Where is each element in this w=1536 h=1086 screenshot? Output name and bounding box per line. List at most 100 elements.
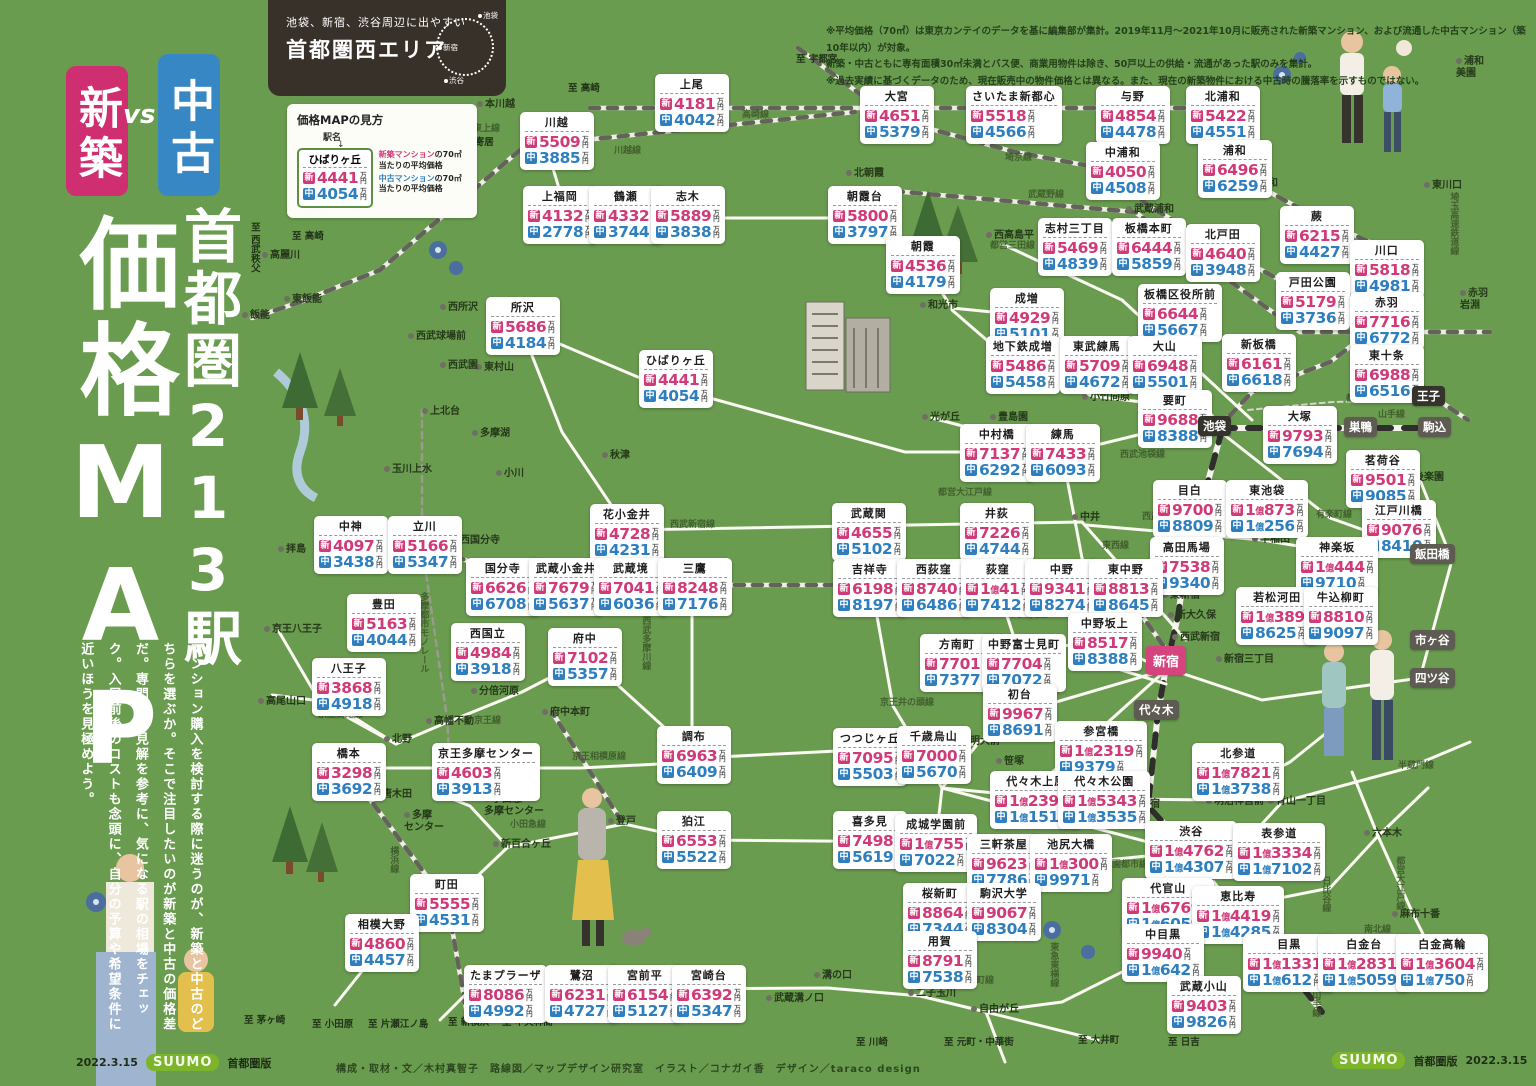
- price-value: 3744: [608, 223, 650, 242]
- new-badge: 新: [303, 172, 315, 185]
- price-value: 5686: [505, 318, 547, 336]
- price-unit: 万円: [1048, 358, 1055, 374]
- price-value: 1億612: [1262, 971, 1312, 990]
- price-value: 9340: [1169, 574, 1211, 593]
- price-unit: 万円: [965, 969, 972, 985]
- price-value: 1億5059: [1337, 971, 1397, 990]
- price-value: 8810: [1323, 608, 1365, 626]
- price-unit: 万円: [1229, 998, 1236, 1014]
- used-badge: 中: [491, 337, 503, 350]
- new-badge: 新: [1351, 474, 1363, 487]
- price-unit: 万円: [948, 274, 955, 290]
- station-name: 表参道: [1238, 825, 1321, 843]
- station-name: 大宮: [865, 88, 929, 106]
- new-price: 新6626万円: [471, 580, 535, 596]
- station-name: 橋本: [317, 745, 381, 763]
- new-price: 新4332万円: [594, 208, 658, 224]
- used-badge: 中: [1241, 627, 1253, 640]
- price-value: 5469: [1057, 239, 1099, 257]
- used-badge: 中: [838, 768, 850, 781]
- new-badge: 新: [393, 540, 405, 553]
- price-value: 5667: [1157, 321, 1199, 340]
- price-value: 9403: [1186, 997, 1228, 1015]
- used-badge: 中: [613, 1005, 625, 1018]
- price-value: 6231: [564, 986, 606, 1004]
- minor-station-label: 京王八王子: [264, 624, 322, 636]
- used-price: 中5127万円: [613, 1003, 677, 1020]
- direction-label: 至 小田原: [312, 1019, 354, 1030]
- minor-station-label: 武蔵浦和: [1126, 204, 1174, 216]
- price-unit: 万円: [585, 226, 592, 239]
- price-value: 5518: [985, 107, 1027, 125]
- price-unit: 万円: [1296, 502, 1304, 518]
- rail-line-label: 高崎線: [742, 110, 770, 120]
- price-unit: 万円: [1260, 178, 1267, 194]
- used-badge: 中: [534, 598, 546, 611]
- price-value: 5501: [1147, 373, 1189, 392]
- used-badge: 中: [966, 599, 978, 612]
- price-unit: 万円: [1248, 262, 1255, 278]
- station-name: 武蔵境: [599, 560, 663, 578]
- price-value: 8625: [1255, 624, 1297, 643]
- used-badge: 中: [1031, 464, 1043, 477]
- station-price-box: 西荻窪新8740万円中6486万円: [897, 559, 971, 617]
- price-value: 4651: [879, 107, 921, 125]
- used-badge: 中: [553, 668, 565, 681]
- direction-label: 至 川崎: [856, 1037, 888, 1048]
- used-badge: 中: [644, 390, 656, 403]
- price-unit: 万円: [1122, 358, 1129, 374]
- price-unit: 万円: [1148, 180, 1155, 196]
- price-value: 4184: [505, 334, 547, 353]
- new-badge: 新: [415, 898, 427, 911]
- price-value: 1億389: [1255, 608, 1305, 626]
- used-badge: 中: [594, 226, 606, 239]
- price-value: 3868: [331, 679, 373, 697]
- price-unit: 万円: [894, 525, 901, 541]
- new-badge: 新: [965, 448, 977, 461]
- used-badge: 中: [1281, 312, 1293, 325]
- price-value: 1億3604: [1415, 955, 1475, 973]
- new-badge: 新: [534, 582, 546, 595]
- price-unit: 万円: [1138, 809, 1146, 825]
- new-badge: 新: [1031, 448, 1043, 461]
- minor-station-label: 小竹向原: [1082, 392, 1130, 404]
- new-badge: 新: [1355, 369, 1367, 382]
- price-unit: 万円: [1192, 962, 1200, 978]
- price-value: 7538: [922, 968, 964, 987]
- minor-station-label: 分倍河原: [471, 686, 519, 698]
- price-value: 6292: [979, 461, 1021, 480]
- station-name: 板橋本町: [1117, 220, 1181, 238]
- new-badge: 新: [662, 750, 674, 763]
- footer-right: SUUMO 首都圏版 2022.3.15: [1332, 1052, 1527, 1069]
- station-name: 調布: [662, 728, 726, 746]
- direction-label: 至 高崎: [292, 231, 324, 242]
- station-name: 中野富士見町: [987, 636, 1061, 654]
- used-badge: 中: [995, 811, 1007, 824]
- new-price: 新9623万円: [972, 856, 1036, 872]
- price-unit: 万円: [734, 1003, 741, 1019]
- price-unit: 万円: [407, 952, 414, 968]
- used-badge: 中: [1150, 861, 1162, 874]
- price-value: 4929: [1009, 309, 1051, 327]
- price-value: 8864: [922, 904, 964, 922]
